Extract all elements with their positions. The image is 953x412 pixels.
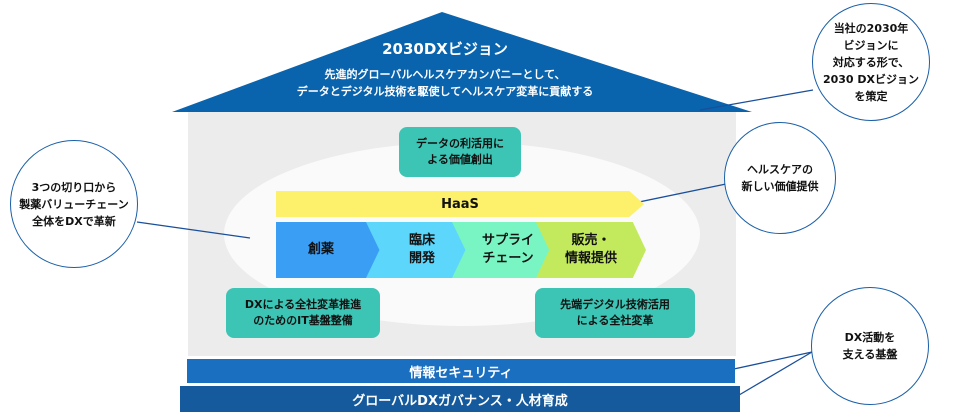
data-box-line-2: よる価値創出: [427, 153, 493, 166]
chain-label: 開発: [408, 251, 435, 266]
governance-bar: グローバルDXガバナンス・人材育成: [180, 386, 740, 412]
digital-tech-box: 先端デジタル技術活用による全社変革: [535, 288, 695, 338]
callout-line: を策定: [854, 89, 888, 103]
box-line: 先端デジタル技術活用: [560, 298, 670, 311]
chain-label: 臨床: [408, 233, 435, 248]
haas-arrow: HaaS: [276, 191, 644, 217]
callout-line: 新しい価値提供: [741, 180, 819, 193]
callout-line: ビジョンに: [843, 38, 899, 52]
callout-foundation: DX活動を支える基盤: [811, 287, 929, 405]
box-line: DXによる全社変革推進: [244, 298, 362, 311]
security-bar: 情報セキュリティ: [187, 359, 735, 383]
chain-supply: サプライチェーン: [452, 222, 564, 278]
callout-healthcare: ヘルスケアの新しい価値提供: [724, 122, 836, 234]
vision-title: 2030DXビジョン: [382, 40, 508, 58]
callout-line: 対応する形で、: [832, 55, 910, 69]
chain-label: サプライ: [481, 233, 534, 248]
chain-label: 情報提供: [564, 251, 617, 266]
haas-label: HaaS: [441, 196, 479, 212]
chain-label: 創薬: [307, 242, 334, 257]
vision-line-1: 先進的グローバルヘルスケアカンパニーとして、: [324, 68, 566, 81]
chain-discovery: 創薬: [276, 222, 386, 278]
data-value-box: データの利活用による価値創出: [399, 127, 521, 177]
roof: [172, 12, 752, 112]
callout-line: 当社の2030年: [833, 21, 909, 35]
it-infrastructure-box: DXによる全社変革推進のためのIT基盤整備: [226, 288, 380, 338]
callout-value-chain: 3つの切り口から製薬バリューチェーン全体をDXで革新: [10, 140, 138, 268]
box-line: による全社変革: [576, 314, 654, 327]
box-line: のためのIT基盤整備: [253, 314, 353, 327]
chain-sales: 販売・情報提供: [536, 222, 646, 278]
vision-line-2: データとデジタル技術を駆使してヘルスケア変革に貢献する: [296, 85, 594, 98]
chain-label: チェーン: [482, 251, 534, 266]
callout-line: 3つの切り口から: [31, 180, 117, 194]
data-box-line-1: データの利活用に: [416, 137, 504, 150]
callout-vision: 当社の2030年ビジョンに対応する形で、 2030 DXビジョンを策定: [812, 3, 930, 121]
callout-line: ヘルスケアの: [747, 163, 813, 176]
connector-lines: [136, 89, 814, 399]
callout-line: DX活動を: [844, 331, 896, 344]
callout-line: 2030 DXビジョン: [822, 72, 920, 86]
vision-statement: 先進的グローバルヘルスケアカンパニーとして、データとデジタル技術を駆使してヘルス…: [250, 66, 640, 100]
chain-label: 販売・: [571, 233, 611, 248]
callout-line: 製薬バリューチェーン: [19, 197, 129, 211]
callout-line: 支える基盤: [842, 348, 898, 361]
callout-line: 全体をDXで革新: [32, 214, 116, 228]
